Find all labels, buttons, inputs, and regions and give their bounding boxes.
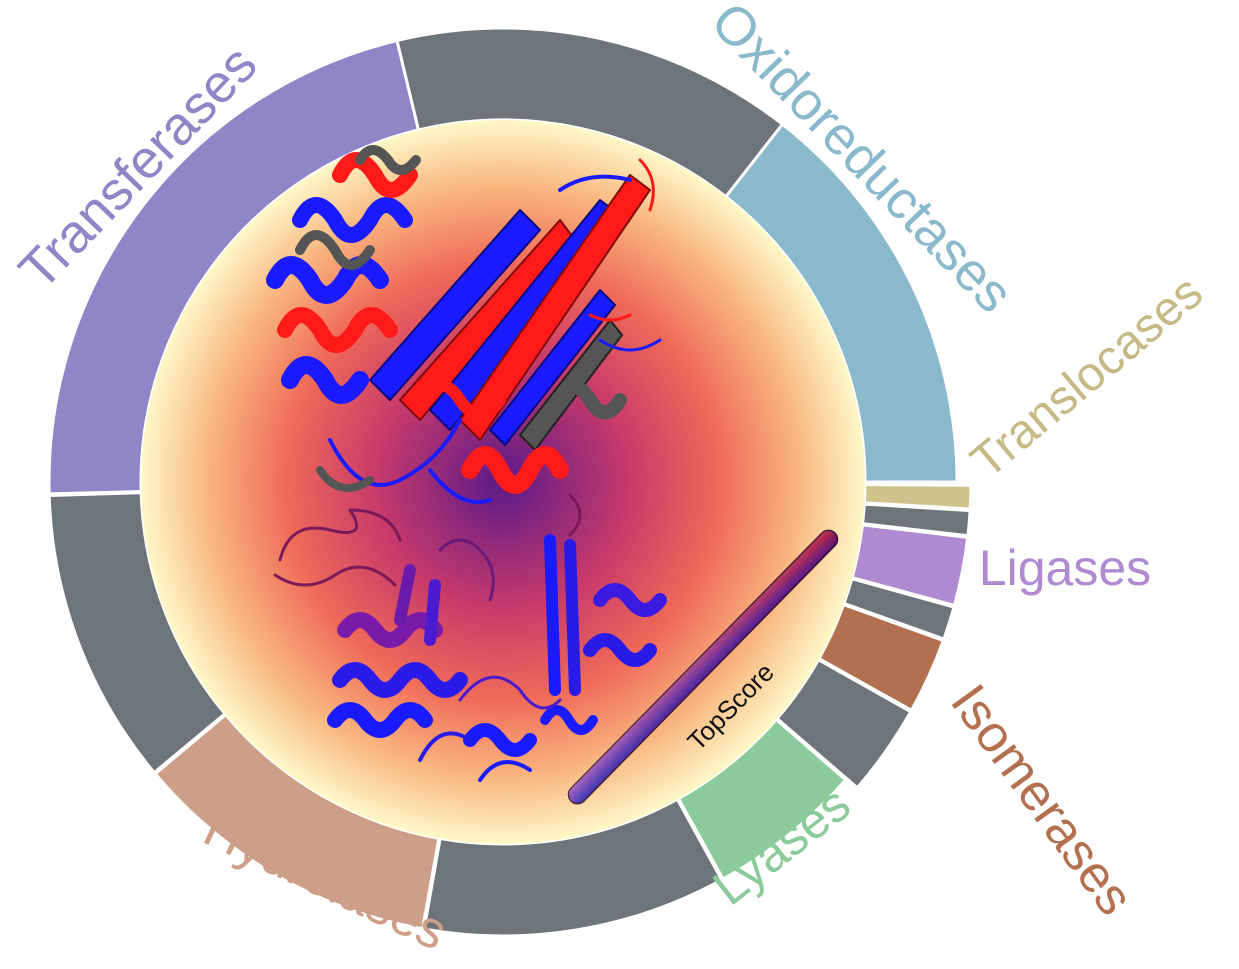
score-colored-protein-structure xyxy=(273,493,667,782)
donut-ring xyxy=(47,26,973,938)
superposed-protein-structure xyxy=(266,145,662,504)
label-isomerases: Isomerases xyxy=(939,674,1144,926)
label-ligases: Ligases xyxy=(979,540,1151,596)
